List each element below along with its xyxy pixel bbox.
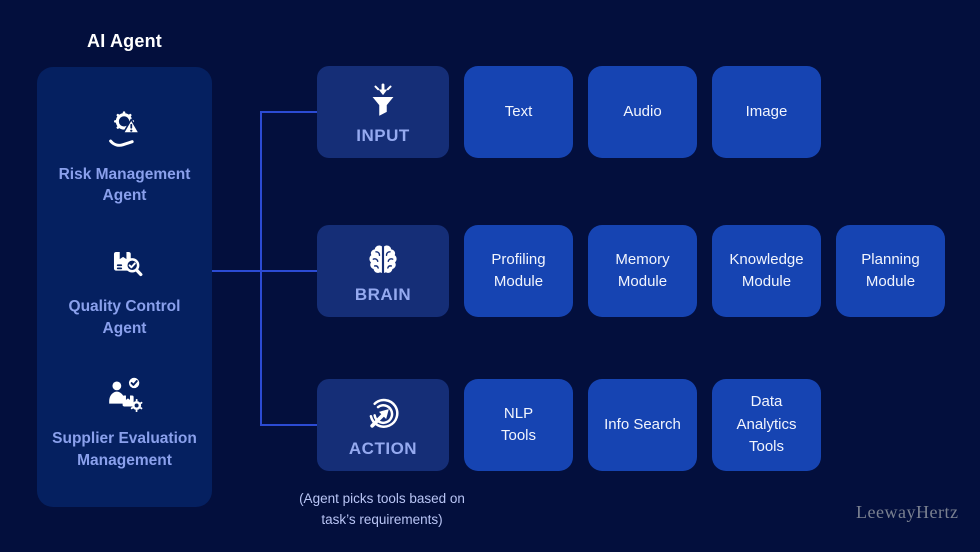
module-box-audio: Audio bbox=[588, 66, 697, 158]
connector-to-input-line bbox=[260, 111, 318, 113]
pipeline-row-input: INPUT Text Audio Image bbox=[317, 66, 821, 158]
stage-label: BRAIN bbox=[354, 285, 412, 304]
page-title: AI Agent bbox=[87, 31, 162, 51]
module-box-data-analytics-tools: Data Analytics Tools bbox=[712, 379, 821, 471]
module-label: Knowledge Module bbox=[729, 250, 804, 291]
module-label: Text bbox=[504, 102, 533, 120]
module-box-nlp-tools: NLP Tools bbox=[464, 379, 573, 471]
pipeline-row-action: ACTION NLP Tools Info Search Data Analyt… bbox=[317, 379, 821, 471]
agent-item-risk-management: Risk Management Agent bbox=[46, 107, 204, 207]
module-label: NLP Tools bbox=[500, 404, 537, 445]
stage-box-input: INPUT bbox=[317, 66, 449, 158]
caption: (Agent picks tools based on task’s requi… bbox=[287, 489, 477, 531]
module-label: Memory Module bbox=[615, 250, 670, 291]
stage-label: ACTION bbox=[348, 439, 418, 458]
module-box-memory-module: Memory Module bbox=[588, 225, 697, 317]
supplier-evaluation-icon bbox=[108, 378, 142, 413]
module-label: Profiling Module bbox=[491, 250, 546, 291]
module-label: Planning Module bbox=[861, 250, 920, 291]
risk-management-icon bbox=[108, 111, 140, 147]
agent-list-panel: Risk Management Agent Quality Control Ag… bbox=[37, 67, 212, 507]
agent-item-supplier-evaluation: Supplier Evaluation Management bbox=[46, 371, 204, 471]
watermark-logo: LeewayHertz bbox=[856, 502, 959, 522]
connector-vertical-line bbox=[260, 111, 262, 425]
module-box-info-search: Info Search bbox=[588, 379, 697, 471]
brain-icon bbox=[369, 245, 397, 273]
connector-to-action-line bbox=[260, 424, 318, 426]
agent-item-quality-control: Quality Control Agent bbox=[46, 239, 204, 339]
module-label: Info Search bbox=[604, 415, 681, 433]
module-box-profiling-module: Profiling Module bbox=[464, 225, 573, 317]
caption-line-1: (Agent picks tools based on bbox=[299, 491, 465, 506]
agent-label: Risk Management Agent bbox=[58, 166, 191, 205]
quality-control-icon bbox=[113, 252, 142, 277]
module-label: Audio bbox=[623, 102, 662, 120]
module-label: Data Analytics Tools bbox=[736, 393, 797, 456]
module-box-planning-module: Planning Module bbox=[836, 225, 945, 317]
module-box-text: Text bbox=[464, 66, 573, 158]
connector-from-panel-line bbox=[212, 270, 318, 272]
caption-line-2: task’s requirements) bbox=[321, 511, 443, 527]
module-box-image: Image bbox=[712, 66, 821, 158]
stage-box-action: ACTION bbox=[317, 379, 449, 471]
input-funnel-icon bbox=[372, 83, 394, 116]
module-label: Image bbox=[745, 102, 788, 120]
action-click-icon bbox=[369, 398, 399, 428]
module-box-knowledge-module: Knowledge Module bbox=[712, 225, 821, 317]
agent-label: Supplier Evaluation Management bbox=[52, 430, 197, 469]
pipeline-row-brain: BRAIN Profiling Module Memory Module Kno… bbox=[317, 225, 945, 317]
agent-label: Quality Control Agent bbox=[68, 298, 181, 337]
stage-label: INPUT bbox=[356, 126, 410, 145]
stage-box-brain: BRAIN bbox=[317, 225, 449, 317]
